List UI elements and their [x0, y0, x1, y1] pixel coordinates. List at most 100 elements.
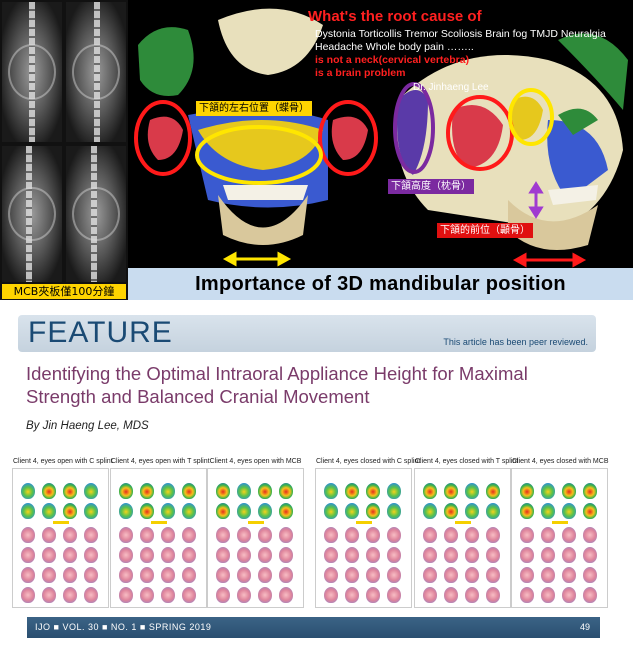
topo-map [63, 483, 77, 499]
topo-map [423, 587, 437, 603]
topo-map [541, 547, 555, 563]
mandible-front [218, 195, 308, 245]
topo-map [216, 503, 230, 519]
cause-line-brain: is a brain problem [315, 67, 406, 79]
topo-map [42, 503, 56, 519]
topo-map [258, 587, 272, 603]
topo-map [345, 527, 359, 543]
topo-map [465, 483, 479, 499]
highlight-marker [53, 521, 69, 524]
topo-map [140, 587, 154, 603]
topo-map [84, 527, 98, 543]
topo-map [562, 567, 576, 583]
topo-map [140, 483, 154, 499]
panel-title: Client 4, eyes open with C splint [13, 458, 113, 465]
topo-map [583, 503, 597, 519]
topo-map [42, 483, 56, 499]
topo-map [84, 567, 98, 583]
topo-map [345, 567, 359, 583]
topo-map [541, 527, 555, 543]
topo-map [42, 567, 56, 583]
brain-map-panel: Client 4, eyes closed with C splint [315, 458, 420, 608]
page-number: 49 [579, 622, 590, 632]
topo-map [486, 503, 500, 519]
topo-map [161, 587, 175, 603]
topo-map [84, 587, 98, 603]
topo-map [465, 547, 479, 563]
topo-map [21, 503, 35, 519]
journal-issue: IJO ■ VOL. 30 ■ NO. 1 ■ SPRING 2019 [35, 622, 212, 632]
topo-map [63, 547, 77, 563]
topo-map [366, 503, 380, 519]
topo-map [366, 567, 380, 583]
topo-map [182, 527, 196, 543]
topo-map [541, 587, 555, 603]
topo-map [387, 547, 401, 563]
highlight-marker [151, 521, 167, 524]
topo-map [63, 587, 77, 603]
skull-panel: What's the root cause of Dystonia Tortic… [128, 0, 633, 268]
temporal-left [147, 116, 183, 160]
panel-title: Client 4, eyes closed with C splint [316, 458, 421, 465]
topo-map [366, 547, 380, 563]
topo-map [237, 567, 251, 583]
topo-map [237, 527, 251, 543]
topo-map [465, 527, 479, 543]
topo-map [161, 547, 175, 563]
topo-map [583, 527, 597, 543]
journal-footer: IJO ■ VOL. 30 ■ NO. 1 ■ SPRING 2019 49 [27, 617, 600, 638]
topo-map [423, 547, 437, 563]
topo-map [583, 567, 597, 583]
topo-map [486, 483, 500, 499]
topo-map [279, 503, 293, 519]
topo-map [444, 527, 458, 543]
highlight-marker [552, 521, 568, 524]
xray-panel: MCB夾板僅100分鐘 [0, 0, 128, 300]
topo-map [84, 503, 98, 519]
peer-review-note: This article has been peer reviewed. [443, 337, 588, 347]
topo-map [366, 483, 380, 499]
xray-back-view-after [66, 2, 126, 142]
topo-map [258, 547, 272, 563]
topo-map [119, 483, 133, 499]
highlight-marker [455, 521, 471, 524]
panel-title: Client 4, eyes closed with T splint [415, 458, 519, 465]
topo-map [465, 567, 479, 583]
highlight-marker [248, 521, 264, 524]
topo-map [387, 587, 401, 603]
face-side-blue [547, 120, 608, 200]
topo-map [119, 547, 133, 563]
sphenoid-side-yellow [511, 96, 543, 140]
topo-map [21, 567, 35, 583]
brain-map-panel: Client 4, eyes open with C splint [12, 458, 113, 608]
topo-map [562, 527, 576, 543]
cranium-top [218, 8, 323, 76]
topo-map [345, 503, 359, 519]
topo-map [182, 587, 196, 603]
topo-map [119, 503, 133, 519]
topo-map [258, 483, 272, 499]
topo-map [324, 503, 338, 519]
arrow-left-right-yellow [222, 251, 292, 267]
teeth-side [548, 185, 598, 205]
topo-map [387, 527, 401, 543]
topo-map [324, 547, 338, 563]
topo-map [486, 567, 500, 583]
byline: By Jin Haeng Lee, MDS [26, 420, 149, 432]
brain-map-panel: Client 4, eyes open with T splint [110, 458, 210, 608]
highlight-occipital [393, 82, 435, 174]
topo-map [258, 567, 272, 583]
topo-map [562, 587, 576, 603]
topo-map [140, 527, 154, 543]
topo-map [119, 567, 133, 583]
topo-map [21, 527, 35, 543]
topo-map [119, 587, 133, 603]
xray-caption: MCB夾板僅100分鐘 [2, 284, 126, 299]
topo-map [63, 503, 77, 519]
topo-map [161, 503, 175, 519]
topo-map [387, 567, 401, 583]
green-bone-right [558, 33, 628, 111]
occipital-purple [397, 90, 428, 175]
topo-map [444, 483, 458, 499]
topo-map [42, 587, 56, 603]
